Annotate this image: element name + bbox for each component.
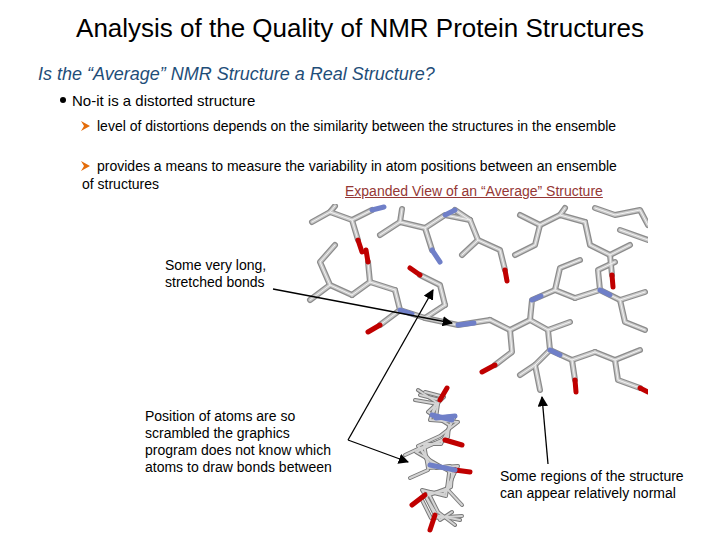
leader-line [542, 397, 548, 464]
bullet-arrow [81, 161, 90, 171]
figure-caption: Expanded View of an “Average” Structure [345, 182, 675, 200]
callout-text: Some regions of the structure can appear… [500, 468, 705, 502]
bullet-arrow [81, 121, 90, 131]
bullet-dot [60, 97, 66, 103]
slide-title: Analysis of the Quality of NMR Protein S… [0, 12, 720, 44]
subtitle: Is the “Average” NMR Structure a Real St… [38, 63, 678, 85]
callout-text: Position of atoms are so scrambled the g… [145, 408, 340, 476]
leader-line [348, 290, 433, 440]
bullet-text: No-it is a distorted structure [72, 91, 672, 110]
leader-line [348, 440, 408, 462]
leader-line [273, 289, 452, 323]
sub-bullet-text: level of distortions depends on the simi… [82, 117, 627, 135]
callout-text: Some very long, stretched bonds [165, 257, 285, 291]
